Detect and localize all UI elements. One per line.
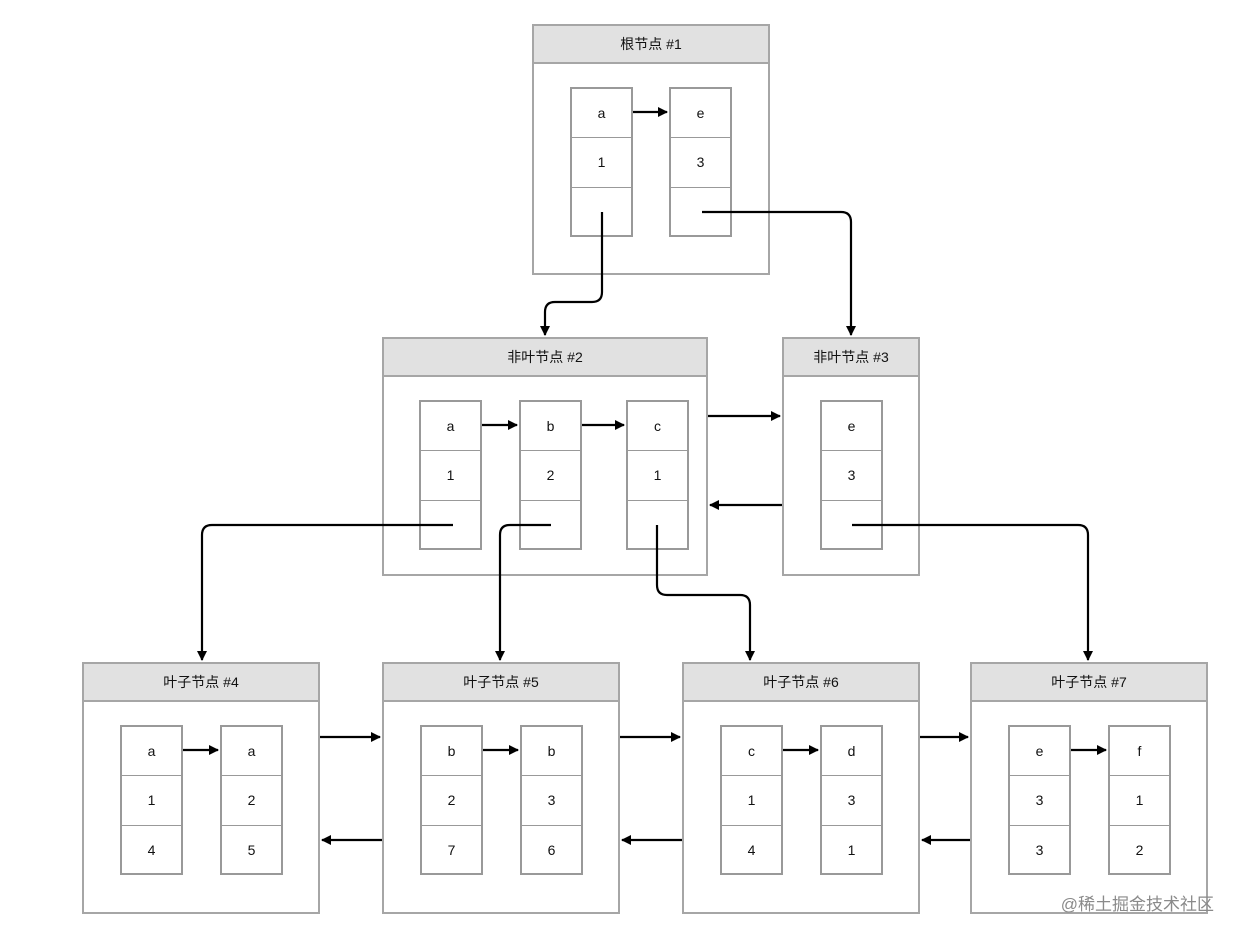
record-key: e <box>847 418 856 434</box>
record-key: f <box>1137 743 1142 759</box>
node-n6: 叶子节点 #6 <box>682 662 920 914</box>
record-pointer-slot <box>421 500 480 550</box>
record-key: c <box>748 743 755 759</box>
watermark: @稀土掘金技术社区 <box>1060 895 1214 914</box>
node-title: 叶子节点 #5 <box>384 664 618 702</box>
record-key: a <box>597 105 606 121</box>
record-key: c <box>654 418 661 434</box>
record-key: b <box>547 743 556 759</box>
node-title: 非叶节点 #3 <box>784 339 918 377</box>
record-extra: 6 <box>522 825 581 875</box>
record-value: 3 <box>822 775 881 825</box>
record-extra: 7 <box>422 825 481 875</box>
record-value: 1 <box>722 775 781 825</box>
record-key: a <box>147 743 156 759</box>
record-value: 1 <box>628 450 687 500</box>
record-extra: 4 <box>722 825 781 875</box>
record-key: e <box>1035 743 1044 759</box>
node-n5: 叶子节点 #5 <box>382 662 620 914</box>
record-value: 2 <box>521 450 580 500</box>
node-title: 非叶节点 #2 <box>384 339 706 377</box>
node-title: 叶子节点 #7 <box>972 664 1206 702</box>
record-value: 2 <box>222 775 281 825</box>
node-n4: 叶子节点 #4 <box>82 662 320 914</box>
record-key: b <box>546 418 555 434</box>
record-value: 3 <box>822 450 881 500</box>
node-title: 叶子节点 #4 <box>84 664 318 702</box>
record-value: 2 <box>422 775 481 825</box>
record-value: 1 <box>421 450 480 500</box>
record-key: b <box>447 743 456 759</box>
record-pointer-slot <box>572 187 631 237</box>
record-extra: 5 <box>222 825 281 875</box>
record-extra: 3 <box>1010 825 1069 875</box>
record-extra: 4 <box>122 825 181 875</box>
record-extra: 2 <box>1110 825 1169 875</box>
record-extra: 1 <box>822 825 881 875</box>
record-value: 3 <box>1010 775 1069 825</box>
record-key: e <box>696 105 705 121</box>
record-value: 1 <box>572 137 631 187</box>
record-key: d <box>847 743 856 759</box>
record-value: 1 <box>122 775 181 825</box>
record-value: 3 <box>522 775 581 825</box>
record-key: a <box>446 418 455 434</box>
record-value: 1 <box>1110 775 1169 825</box>
record-value: 3 <box>671 137 730 187</box>
record-pointer-slot <box>521 500 580 550</box>
node-title: 叶子节点 #6 <box>684 664 918 702</box>
record-pointer-slot <box>628 500 687 550</box>
node-n7: 叶子节点 #7 <box>970 662 1208 914</box>
record-key: a <box>247 743 256 759</box>
node-title: 根节点 #1 <box>534 26 768 64</box>
node-n1: 根节点 #1 <box>532 24 770 275</box>
record-pointer-slot <box>671 187 730 237</box>
record-pointer-slot <box>822 500 881 550</box>
